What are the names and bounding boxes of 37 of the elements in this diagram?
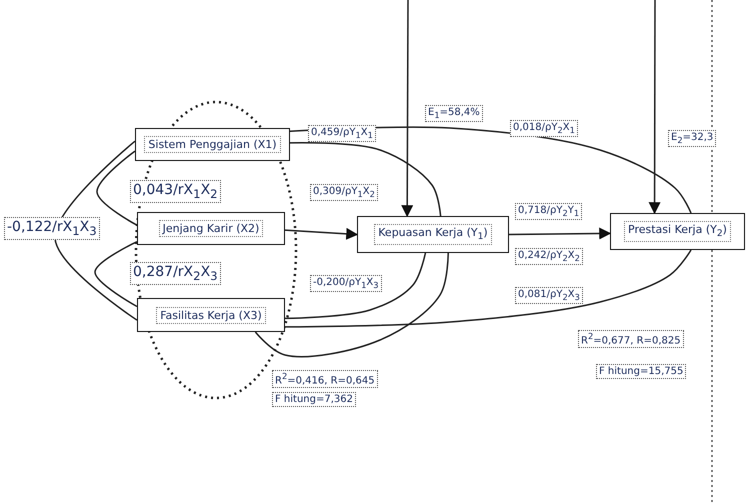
variable-name: Sistem Penggajian (X1) [144, 136, 281, 153]
variable-name: Prestasi Kerja (Y$_{2}$) [624, 221, 731, 242]
arrow [509, 227, 612, 240]
statistic-label: R$^{2}$=0,416, R=0,645 [272, 370, 378, 388]
variable-box [137, 298, 285, 332]
variable-box [135, 128, 290, 161]
error-term-label: E$_{1}$=58,4% [425, 105, 483, 122]
variable-box [610, 213, 745, 250]
connector-line [94, 241, 138, 308]
connector-line [54, 140, 138, 321]
variable-name: Fasilitas Kerja (X3) [156, 306, 266, 324]
statistic-label: F hitung=7,362 [272, 392, 356, 407]
coefficient-label: -0,200/ρY$_{1}$X$_{3}$ [310, 275, 382, 292]
variable-box [137, 212, 285, 245]
statistic-label: F hitung=15,755 [596, 364, 686, 379]
coefficient-label: 0,018/ρY$_{2}$X$_{1}$ [510, 120, 578, 137]
coefficient-label: 0,287/rX$_{2}$X$_{3}$ [130, 262, 221, 285]
arrow [648, 0, 661, 214]
coefficient-label: 0,043/rX$_{1}$X$_{2}$ [130, 180, 221, 203]
variable-box [357, 216, 509, 253]
error-term-label: E$_{2}$=32,3 [668, 130, 716, 147]
coefficient-label: 0,309/ρY$_{1}$X$_{2}$ [310, 184, 378, 201]
connector-line [96, 150, 138, 226]
connector-line [284, 252, 426, 320]
coefficient-label: 0,459/ρY$_{1}$X$_{1}$ [308, 125, 376, 142]
arrow [284, 228, 358, 240]
arrow [401, 0, 414, 218]
coefficient-label: -0,122/rX$_{1}$X$_{3}$ [4, 217, 100, 240]
connector-line [285, 250, 692, 328]
coefficient-label: 0,718/ρY$_{2}$Y$_{1}$ [515, 203, 582, 220]
coefficient-label: 0,242/ρY$_{2}$X$_{2}$ [515, 248, 583, 265]
variable-name: Kepuasan Kerja (Y$_{1}$) [374, 224, 492, 245]
connector-line [290, 142, 442, 216]
statistic-label: R$^{2}$=0,677, R=0,825 [578, 330, 684, 348]
connector-line [254, 252, 449, 358]
variable-name: Jenjang Karir (X2) [158, 220, 264, 237]
coefficient-label: 0,081/ρY$_{2}$X$_{3}$ [515, 287, 583, 304]
